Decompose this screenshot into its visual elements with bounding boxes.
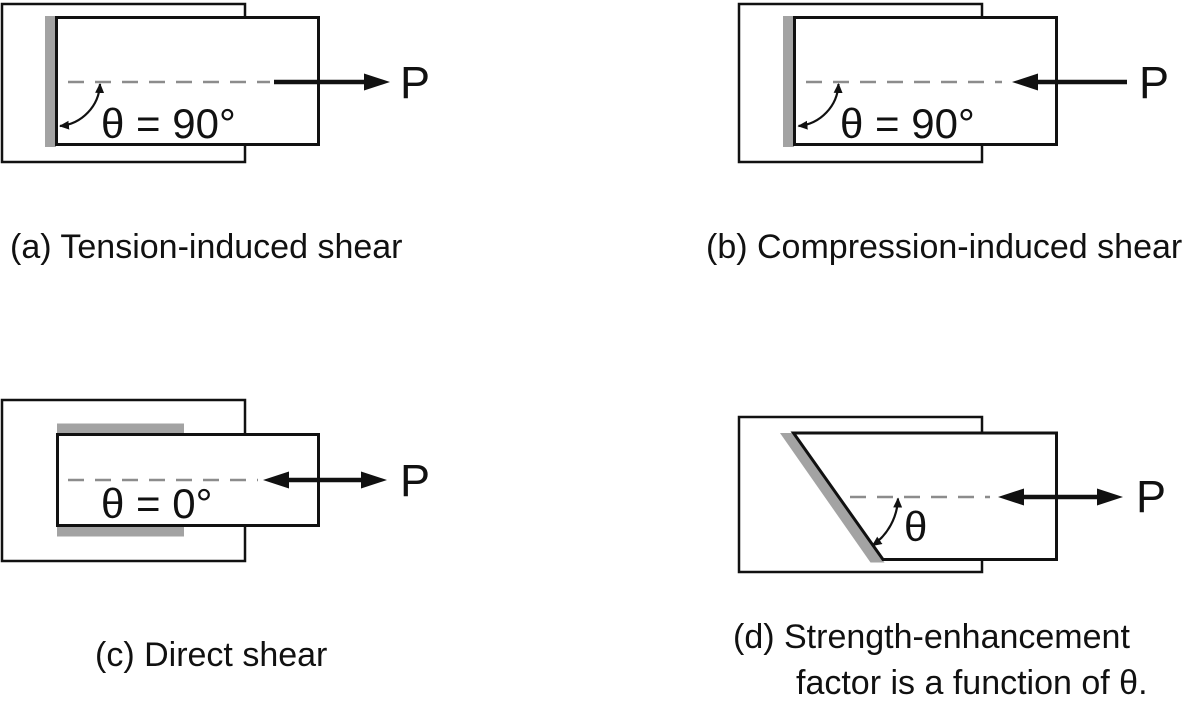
panel-caption-line2: factor is a function of θ.: [796, 664, 1148, 702]
panel-caption-line1: (d) Strength-enhancement: [733, 618, 1130, 656]
adhesive-bond-line: [783, 16, 794, 147]
load-arrow-head: [364, 73, 390, 91]
load-arrow-head: [1012, 73, 1038, 91]
adhesive-bond-line-top: [57, 423, 184, 435]
load-arrow-head-right: [361, 471, 387, 489]
angle-arc: [59, 83, 105, 130]
panel-c: θ = 0° P (c) Direct shear: [0, 398, 430, 674]
load-label: P: [1136, 471, 1166, 522]
angle-label: θ = 0°: [101, 480, 212, 527]
panel-d: θ P (d) Strength-enhancement factor is a…: [733, 415, 1166, 702]
panel-a: θ = 90° P (a) Tension-induced shear: [0, 2, 430, 266]
panel-caption: (c) Direct shear: [95, 636, 327, 674]
adhesive-bond-line-inclined: [780, 433, 885, 563]
angle-label: θ: [904, 503, 927, 550]
panel-b: θ = 90° P (b) Compression-induced shear: [706, 2, 1182, 266]
angle-label: θ = 90°: [840, 100, 975, 147]
specimen: [790, 431, 1058, 561]
load-label: P: [1139, 57, 1169, 108]
angle-arc: [871, 497, 903, 547]
panel-caption: (b) Compression-induced shear: [706, 228, 1182, 266]
angle-label: θ = 90°: [101, 100, 236, 147]
adhesive-bond-line: [45, 16, 56, 147]
adhesive-bond-line-bottom: [57, 525, 184, 537]
panel-caption: (a) Tension-induced shear: [10, 228, 403, 266]
angle-arc: [797, 83, 843, 130]
load-arrow-head-right: [1097, 488, 1123, 506]
load-arrow-head-left: [263, 471, 289, 489]
load-label: P: [400, 455, 430, 506]
load-arrow-head-left: [998, 488, 1024, 506]
load-label: P: [400, 57, 430, 108]
